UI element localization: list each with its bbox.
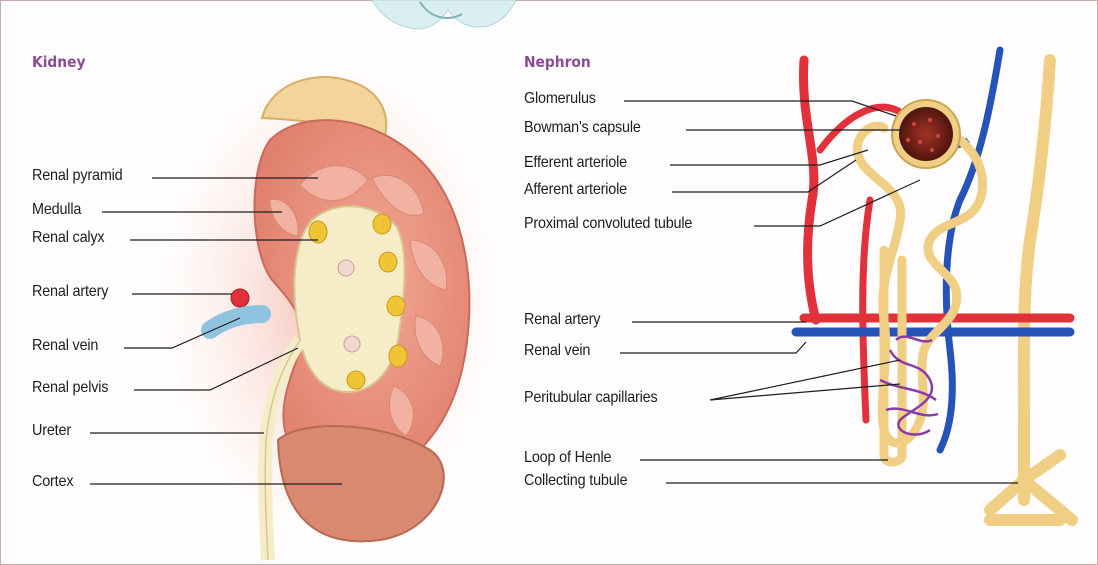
nephron-heading: Nephron [524, 53, 591, 71]
kidney-illustration [160, 60, 500, 560]
label-loop-of-henle: Loop of Henle [524, 449, 611, 467]
label-efferent-arteriole: Efferent arteriole [524, 154, 627, 172]
label-renal-pyramid: Renal pyramid [32, 167, 123, 185]
label-bowmans-capsule: Bowman's capsule [524, 119, 641, 137]
glomerulus-shape [899, 107, 953, 161]
label-renal-artery-kidney: Renal artery [32, 283, 108, 301]
label-glomerulus: Glomerulus [524, 90, 596, 108]
label-cortex: Cortex [32, 473, 73, 491]
artery-shape [803, 60, 816, 320]
label-proximal-convoluted-tubule: Proximal convoluted tubule [524, 215, 692, 233]
label-renal-pelvis: Renal pelvis [32, 379, 108, 397]
label-renal-calyx: Renal calyx [32, 229, 104, 247]
renal-artery-shape [231, 289, 249, 307]
proximal-tubule-shape [857, 126, 982, 443]
nephron-illustration [796, 50, 1072, 520]
kidney-heading: Kidney [32, 53, 85, 71]
label-peritubular-capillaries: Peritubular capillaries [524, 389, 658, 407]
label-ureter: Ureter [32, 422, 71, 440]
label-renal-vein-nephron: Renal vein [524, 342, 590, 360]
label-renal-artery-nephron: Renal artery [524, 311, 600, 329]
label-collecting-tubule: Collecting tubule [524, 472, 627, 490]
label-medulla: Medulla [32, 201, 81, 219]
top-ornament [372, 0, 516, 29]
label-renal-vein-kidney: Renal vein [32, 337, 98, 355]
label-afferent-arteriole: Afferent arteriole [524, 181, 627, 199]
collecting-tubule-shape [1024, 60, 1050, 500]
